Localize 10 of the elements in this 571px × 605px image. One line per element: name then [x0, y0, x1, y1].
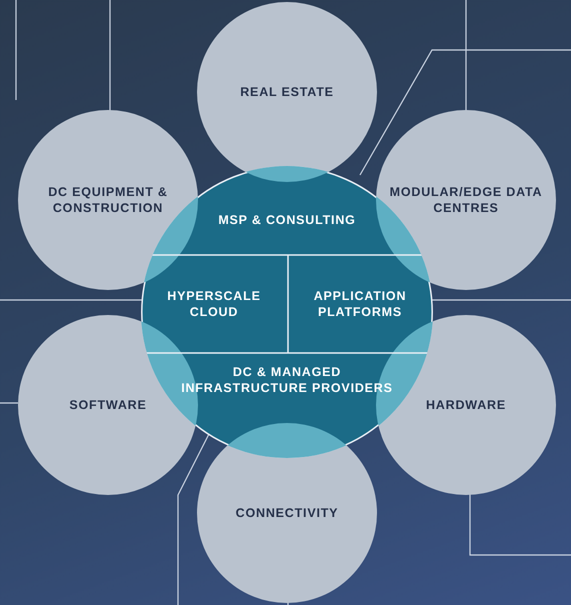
- circle-label: MSP & CONSULTING: [218, 212, 356, 228]
- circle-label: MODULAR/EDGE DATA CENTRES: [388, 184, 544, 216]
- circle-label: REAL ESTATE: [240, 84, 334, 100]
- circle-label: HARDWARE: [426, 397, 506, 413]
- circle-label: DC & MANAGED INFRASTRUCTURE PROVIDERS: [180, 364, 394, 396]
- circle-label: DC EQUIPMENT & CONSTRUCTION: [47, 184, 169, 216]
- circle-label: SOFTWARE: [69, 397, 147, 413]
- circle-label: HYPERSCALE CLOUD: [166, 288, 262, 320]
- circle-label: CONNECTIVITY: [236, 505, 338, 521]
- circle-label: APPLICATION PLATFORMS: [312, 288, 408, 320]
